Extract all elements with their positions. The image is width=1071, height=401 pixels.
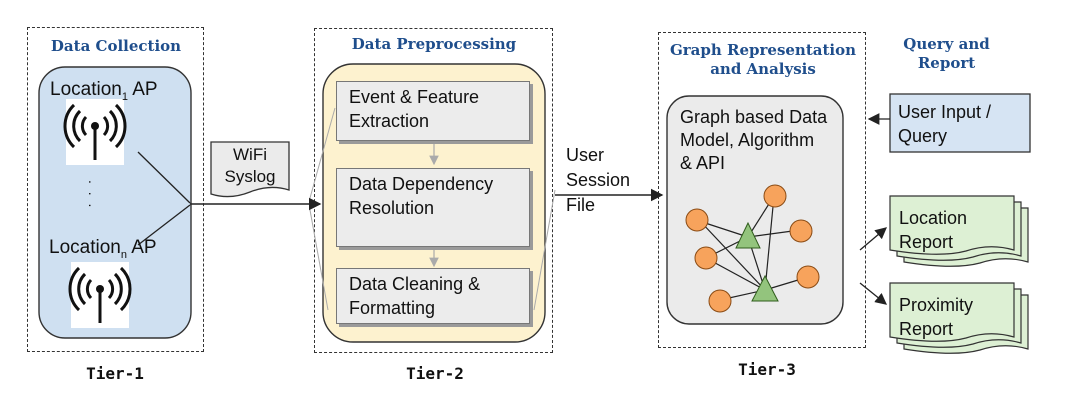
apn-arrow — [137, 204, 191, 246]
wifi-antenna-icon — [68, 262, 132, 328]
user-input-query-box — [889, 93, 1031, 153]
graph-node — [708, 289, 732, 313]
tier1-container — [27, 27, 204, 352]
user-input-query-label: User Input / Query — [898, 102, 992, 146]
location-report-stack — [889, 195, 1029, 267]
graph-model-text: Graph based Data Model, Algorithm & API — [680, 107, 828, 173]
wifi-syslog-label: WiFi Syslog — [224, 145, 276, 186]
connector-line — [533, 189, 556, 311]
connector-line — [309, 107, 336, 199]
graph-node — [789, 219, 813, 243]
apn-label: Locationn AP — [49, 236, 157, 267]
wifi-antenna-icon — [63, 99, 127, 165]
proximity-report-stack — [889, 282, 1029, 354]
location-report-arrow — [859, 227, 887, 251]
user-session-file-label: User Session File — [566, 145, 631, 215]
connector-line — [309, 209, 329, 311]
step-data-dependency-resolution: Data Dependency Resolution — [336, 168, 530, 247]
wifi-syslog-document — [210, 141, 290, 198]
ap1-label-suffix: AP — [127, 79, 158, 100]
ap1-label: Location1 AP — [50, 78, 158, 109]
ellipsis-vertical: . . . — [86, 180, 102, 210]
step-data-cleaning-formatting: Data Cleaning & Formatting — [336, 268, 530, 324]
location-report-label: Location Report — [899, 208, 968, 252]
graph-node — [796, 265, 820, 289]
apn-label-suffix: AP — [126, 237, 157, 258]
ap1-label-sub: 1 — [121, 90, 128, 103]
tier2-title: Data Preprocessing — [351, 35, 517, 53]
ap1-arrow — [137, 151, 191, 204]
graph-triangle — [735, 221, 761, 249]
tier3-title: Graph Representation and Analysis — [669, 41, 857, 78]
graph-node — [685, 208, 709, 232]
proximity-report-label: Proximity Report — [899, 295, 974, 339]
tier2-container — [314, 28, 553, 353]
graph-node — [763, 184, 787, 208]
proximity-report-arrow — [859, 282, 888, 305]
apn-label-base: Location — [49, 237, 121, 258]
ap1-label-base: Location — [50, 79, 122, 100]
graph-triangle — [751, 274, 779, 302]
tier1-title: Data Collection — [50, 37, 182, 55]
query-report-title: Query and Report — [903, 35, 990, 72]
tier1-label: Tier-1 — [86, 364, 144, 383]
apn-label-sub: n — [120, 248, 127, 261]
step-event-feature-extraction: Event & Feature Extraction — [336, 81, 530, 141]
tier2-label: Tier-2 — [406, 364, 464, 383]
tier3-label: Tier-3 — [738, 360, 796, 379]
graph-node — [694, 246, 718, 270]
